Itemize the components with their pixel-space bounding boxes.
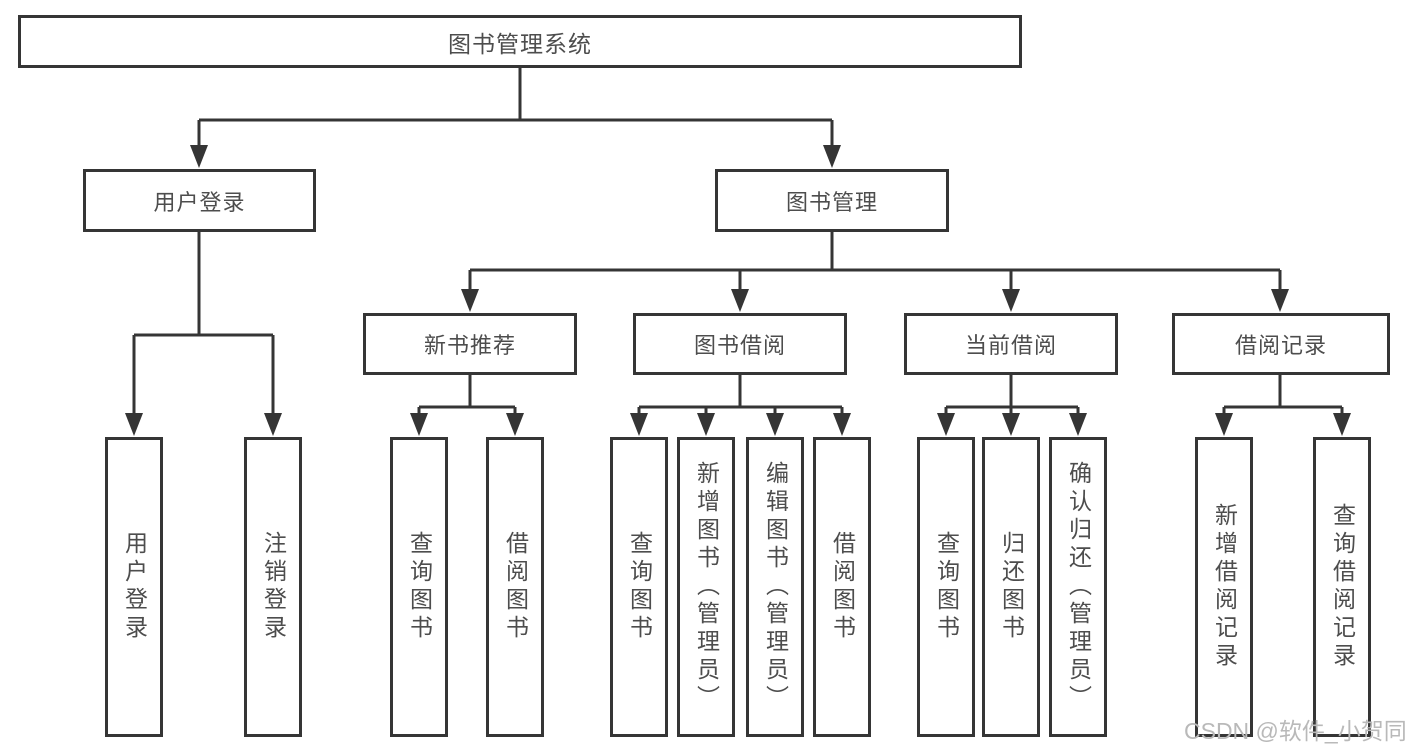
connector-group-4 [1222, 375, 1344, 415]
node-book-borrow: 图书借阅 [633, 313, 847, 375]
node-borrow-book: 借阅图书 [486, 437, 544, 737]
arrow-icon [1215, 413, 1233, 436]
arrow-icon [410, 413, 428, 436]
node-root: 图书管理系统 [18, 15, 1022, 68]
node-logout-action: 注销登录 [244, 437, 302, 737]
node-book-management: 图书管理 [715, 169, 949, 232]
node-user-login: 用户登录 [83, 169, 316, 232]
node-query-book: 查询图书 [390, 437, 448, 737]
arrow-icon [833, 413, 851, 436]
node-return-book: 归还图书 [982, 437, 1040, 737]
connector-book-branch [468, 232, 1282, 292]
node-borrow-book-2: 借阅图书 [813, 437, 871, 737]
node-edit-book-admin: 编辑图书（管理员） [746, 437, 804, 737]
node-query-book-2: 查询图书 [610, 437, 668, 737]
arrow-icon [461, 289, 479, 312]
arrowheads [125, 145, 1351, 436]
node-add-borrow-record: 新增借阅记录 [1195, 437, 1253, 737]
arrow-icon [1271, 289, 1289, 312]
node-add-book-admin: 新增图书（管理员） [677, 437, 735, 737]
node-new-book-recommend: 新书推荐 [363, 313, 577, 375]
arrow-icon [1333, 413, 1351, 436]
connector-root [197, 68, 834, 150]
arrow-icon [1069, 413, 1087, 436]
node-confirm-return-admin: 确认归还（管理员） [1049, 437, 1107, 737]
node-current-borrow: 当前借阅 [904, 313, 1118, 375]
arrow-icon [697, 413, 715, 436]
arrow-icon [1002, 413, 1020, 436]
arrow-icon [630, 413, 648, 436]
node-query-borrow-record: 查询借阅记录 [1313, 437, 1371, 737]
connector-group-1 [417, 375, 517, 415]
arrow-icon [731, 289, 749, 312]
watermark: CSDN @软件_小贺同学 [1184, 718, 1405, 744]
connector-group-3 [944, 375, 1080, 415]
arrow-icon [125, 413, 143, 436]
node-query-book-3: 查询图书 [917, 437, 975, 737]
arrow-icon [190, 145, 208, 168]
arrow-icon [937, 413, 955, 436]
arrow-icon [506, 413, 524, 436]
arrow-icon [766, 413, 784, 436]
connector-user-branch [132, 232, 275, 418]
arrow-icon [823, 145, 841, 168]
node-borrow-records: 借阅记录 [1172, 313, 1390, 375]
connector-group-2 [637, 375, 844, 415]
arrow-icon [1002, 289, 1020, 312]
node-user-login-action: 用户登录 [105, 437, 163, 737]
arrow-icon [264, 413, 282, 436]
